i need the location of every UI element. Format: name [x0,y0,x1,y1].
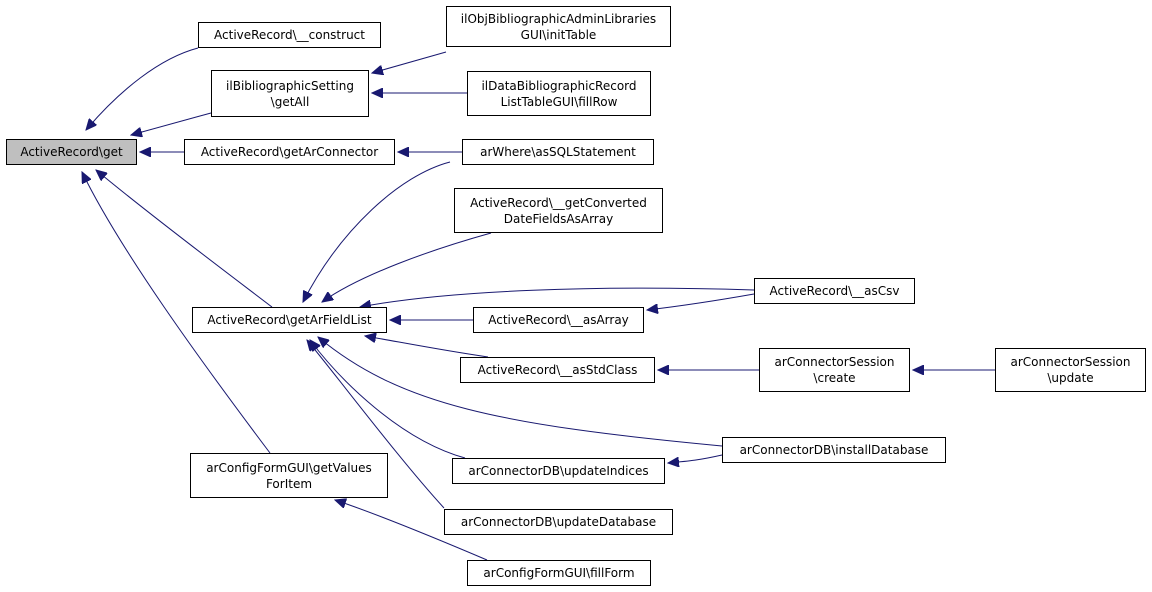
edge-asStdClass-to-getArFieldList [365,336,489,358]
node-activerecord-get[interactable]: ActiveRecord\get [6,139,137,165]
node-arconnectordb-installdatabase[interactable]: arConnectorDB\installDatabase [722,437,946,463]
edge-asCsv-to-getArFieldList [360,287,755,307]
edge-updateIndices-to-getArFieldList [310,340,466,459]
node-activerecord-ascsv[interactable]: ActiveRecord\__asCsv [754,278,915,304]
node-ilobjbibliographicadminlibrariesgui-inittable[interactable]: ilObjBibliographicAdminLibraries GUI\ini… [446,6,671,47]
node-arconnectordb-updateindices[interactable]: arConnectorDB\updateIndices [452,458,665,484]
edge-installDB-to-getArFieldList [318,337,723,447]
edge-getConverted-to-getArFieldList [322,232,492,302]
node-activerecord-getarfieldlist[interactable]: ActiveRecord\getArFieldList [192,307,387,333]
node-arconnectorsession-create[interactable]: arConnectorSession \create [759,348,910,392]
node-ilbibliographicsetting-getall[interactable]: ilBibliographicSetting \getAll [211,70,369,117]
edge-getArFieldList-to-get [96,170,273,308]
edge-installDB-to-updateIndices [668,454,723,463]
node-activerecord-getarconnector[interactable]: ActiveRecord\getArConnector [184,139,395,165]
node-activerecord-getconverteddatefieldsasarray[interactable]: ActiveRecord\__getConverted DateFieldsAs… [454,188,663,233]
node-arconfigformgui-getvaluesforitem[interactable]: arConfigFormGUI\getValues ForItem [190,453,388,498]
node-arconnectorsession-update[interactable]: arConnectorSession \update [995,348,1146,392]
edge-updateDatabase-to-getArFieldList [307,340,445,509]
node-activerecord-asarray[interactable]: ActiveRecord\__asArray [473,307,644,333]
edge-cfgGetValues-to-get [82,172,271,454]
edge-bibGetAll-to-get [131,112,212,135]
node-arwhere-assqlstatement[interactable]: arWhere\asSQLStatement [462,139,654,165]
node-arconnectordb-updatedatabase[interactable]: arConnectorDB\updateDatabase [444,509,673,535]
edge-construct-to-get [86,47,199,130]
edge-adminInitTable-to-bibGetAll [372,51,447,73]
edge-asCsv-to-asArray [647,293,755,310]
node-ildatabibliographicrecordlisttablegui-fillrow[interactable]: ilDataBibliographicRecord ListTableGUI\f… [467,71,651,116]
edge-asSQL-to-getArFieldList [303,161,451,302]
node-activerecord-asstdclass[interactable]: ActiveRecord\__asStdClass [460,357,655,383]
node-arconfigformgui-fillform[interactable]: arConfigFormGUI\fillForm [467,560,651,586]
node-activerecord-construct[interactable]: ActiveRecord\__construct [198,22,381,48]
edge-fillForm-to-cfgGetValues [335,500,488,561]
